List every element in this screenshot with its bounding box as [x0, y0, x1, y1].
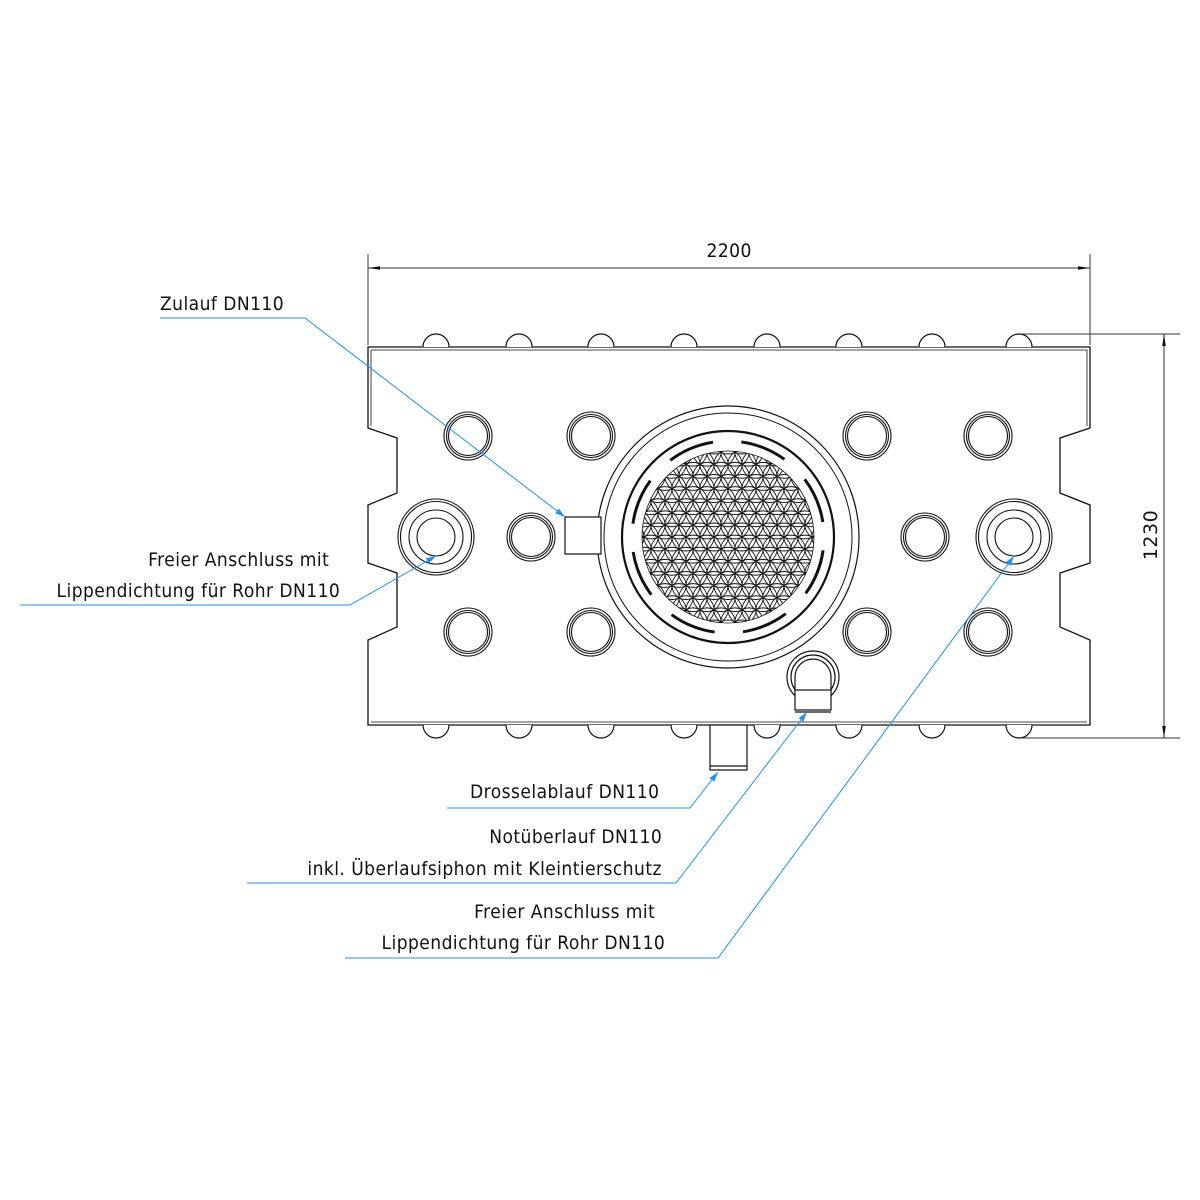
column-hole-inner	[510, 516, 552, 558]
callout-zulauf: Zulauf DN110	[160, 293, 285, 315]
bottom-lug	[1005, 724, 1033, 739]
callout-drossel: Drosselablauf DN110	[469, 781, 659, 803]
pipe-connection-ring	[408, 509, 464, 565]
bottom-lug	[918, 724, 946, 739]
callout-right-connection-line1: Freier Anschluss mit	[473, 901, 655, 923]
pipe-connection-ring	[977, 500, 1051, 574]
filter-slot	[631, 479, 652, 524]
flower-pattern-circle	[642, 510, 652, 540]
column-hole-inner	[967, 415, 1009, 457]
top-lug	[505, 333, 533, 348]
flower-pattern-circle	[699, 451, 729, 455]
top-lug	[670, 333, 698, 348]
filter-slot	[669, 440, 714, 462]
pipe-connection-ring	[397, 498, 475, 576]
filter-slot	[631, 551, 653, 596]
column-hole	[900, 512, 950, 562]
callout-left-connection-line2: Lippendichtung für Rohr DN110	[56, 580, 340, 602]
pipe-connection-ring	[416, 517, 456, 557]
flower-pattern-circle	[642, 534, 652, 564]
column-hole-inner	[846, 611, 888, 653]
flower-pattern-circle	[804, 534, 814, 564]
inlet-pipe	[564, 516, 602, 555]
leader-notueberlauf	[247, 711, 808, 884]
column-hole	[963, 607, 1013, 657]
filter-slot	[742, 612, 787, 634]
column-hole-inner	[846, 415, 888, 457]
column-hole	[443, 607, 493, 657]
top-lug	[1005, 333, 1033, 348]
leader-drossel	[447, 771, 719, 809]
leader-left-connection	[20, 555, 437, 606]
filter-slot	[803, 478, 825, 523]
column-hole-inner	[568, 609, 614, 655]
flower-pattern-circle	[727, 619, 757, 623]
column-hole	[566, 411, 616, 461]
column-hole	[842, 607, 892, 657]
filter-slot	[804, 550, 825, 595]
pipe-connection-ring	[986, 509, 1042, 565]
column-hole-inner	[447, 415, 489, 457]
pipe-connection-ring	[975, 498, 1053, 576]
flower-pattern-circle	[713, 451, 743, 455]
flower-pattern-circle	[699, 619, 729, 623]
column-hole-inner	[508, 514, 554, 560]
column-hole-inner	[570, 415, 612, 457]
column-hole	[566, 607, 616, 657]
flower-pattern-circle	[713, 619, 743, 623]
column-hole-inner	[568, 413, 614, 459]
callout-notueberlauf-line1: Notüberlauf DN110	[489, 826, 662, 848]
filter-slot	[670, 613, 715, 634]
column-hole-inner	[570, 611, 612, 653]
dimension-height-label: 1230	[1140, 509, 1163, 561]
bottom-lug	[753, 724, 781, 739]
column-hole-inner	[967, 611, 1009, 653]
pipe-connection-ring	[994, 517, 1034, 557]
flower-pattern-circle	[642, 522, 645, 552]
column-hole-inner	[445, 413, 491, 459]
bottom-lug	[505, 724, 533, 739]
column-hole	[963, 411, 1013, 461]
column-hole-inner	[965, 609, 1011, 655]
top-lug	[753, 333, 781, 348]
column-hole-inner	[844, 413, 890, 459]
callout-left-connection-line1: Freier Anschluss mit	[147, 549, 329, 571]
top-lug	[422, 333, 450, 348]
dimension-width-label: 2200	[706, 240, 752, 262]
callout-right-connection-line2: Lippendichtung für Rohr DN110	[381, 932, 665, 954]
leader-right-connection	[345, 555, 1015, 959]
bottom-lug	[835, 724, 863, 739]
bottom-lug	[670, 724, 698, 739]
leader-zulauf	[160, 317, 566, 518]
column-hole-inner	[904, 516, 946, 558]
column-hole-inner	[447, 611, 489, 653]
tank-outline	[367, 346, 1091, 726]
column-hole	[842, 411, 892, 461]
callout-notueberlauf-line2: inkl. Überlaufsiphon mit Kleintierschutz	[307, 858, 662, 880]
flower-pattern-circle	[727, 451, 757, 455]
column-hole-inner	[902, 514, 948, 560]
top-lug	[587, 333, 615, 348]
throttle-outlet-pipe	[709, 724, 748, 771]
flower-pattern-circle	[811, 522, 814, 552]
filter-slot	[741, 440, 786, 461]
bottom-lug	[422, 724, 450, 739]
bottom-lug	[587, 724, 615, 739]
column-hole-inner	[965, 413, 1011, 459]
top-lug	[918, 333, 946, 348]
column-hole	[506, 512, 556, 562]
column-hole	[443, 411, 493, 461]
top-lug	[835, 333, 863, 348]
flower-pattern-circle	[804, 510, 814, 540]
column-hole-inner	[844, 609, 890, 655]
column-hole-inner	[445, 609, 491, 655]
pipe-connection-ring	[399, 500, 473, 574]
